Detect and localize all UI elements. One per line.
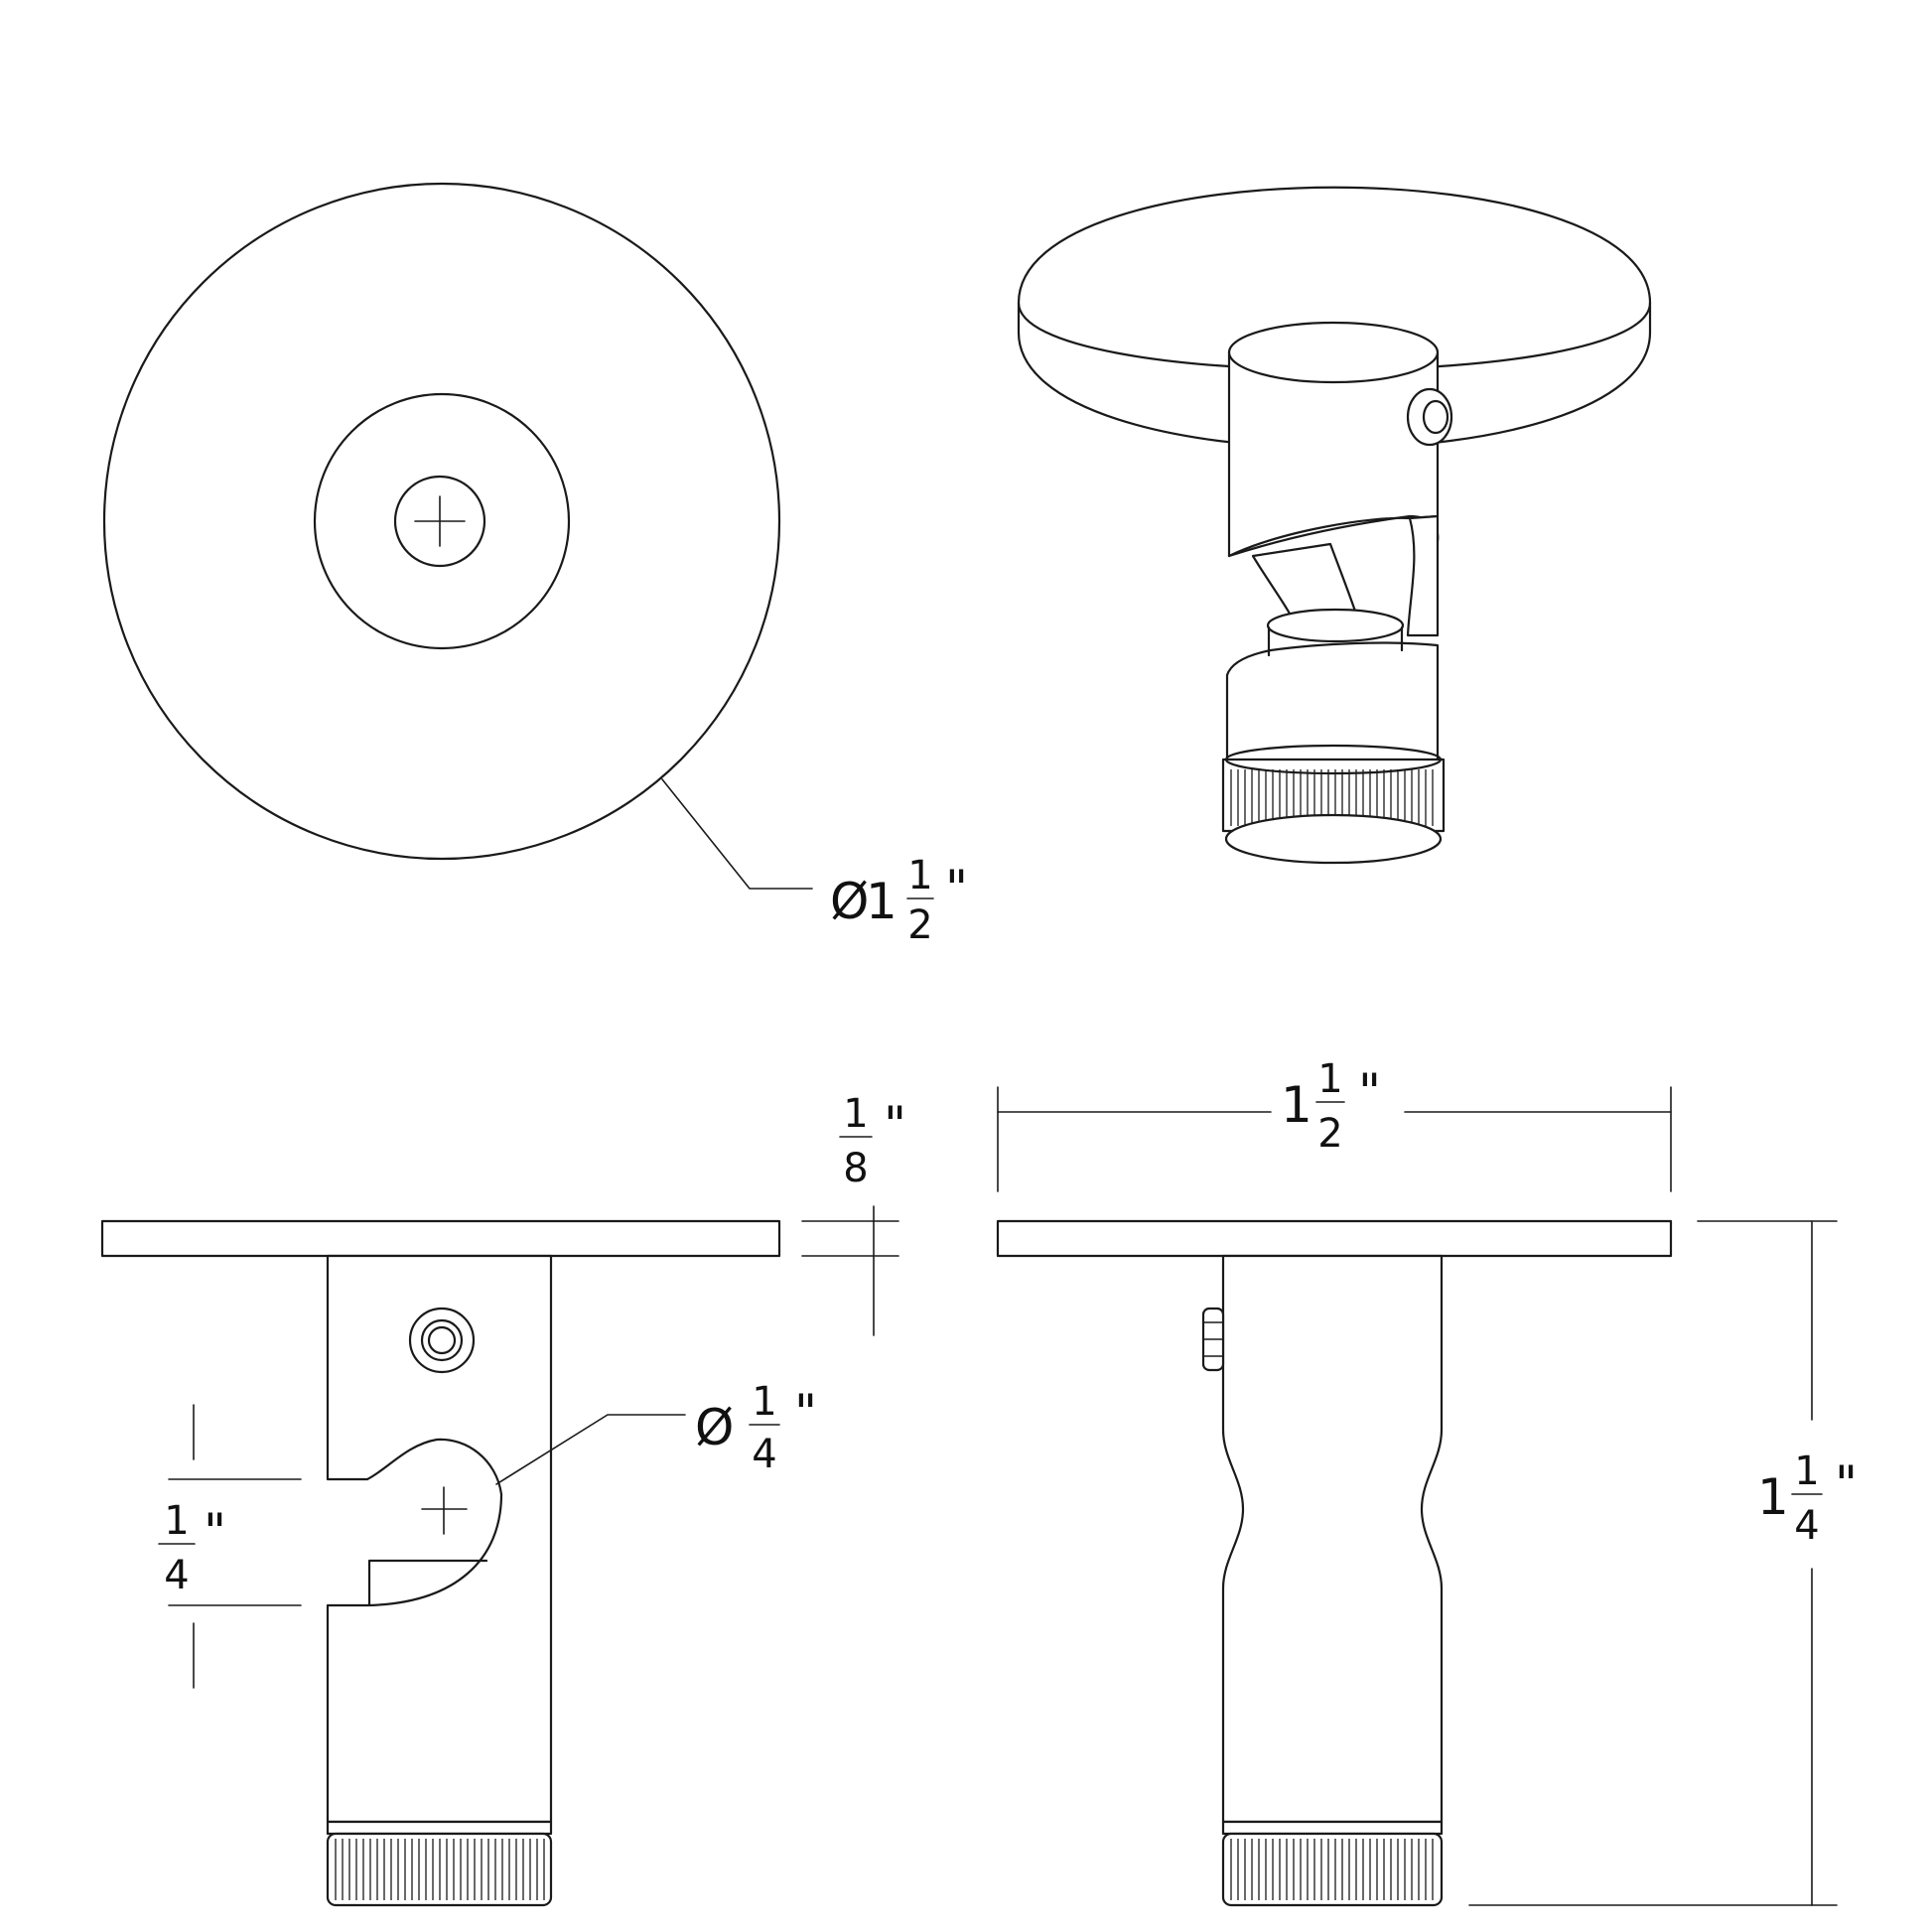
hole-diameter-label: Ø 1 4 " <box>695 1379 817 1477</box>
iso-view <box>1017 186 1652 865</box>
front-thread <box>326 1820 553 1836</box>
front-hole-leader <box>495 1414 686 1485</box>
iso-knob-top-edge <box>1224 744 1443 775</box>
front-slot-step <box>367 1559 488 1607</box>
overall-height-label: 1 1 4 " <box>1757 1449 1858 1549</box>
side-knob-knurling <box>1230 1839 1434 1900</box>
dim-numerator: 1 <box>1794 1449 1819 1494</box>
dim-whole: 1 <box>1757 1468 1789 1526</box>
front-view <box>100 1205 899 1907</box>
dim-unit: " <box>794 1384 817 1442</box>
top-view-outer-plate <box>102 182 781 861</box>
iso-knob-bottom <box>1224 813 1443 865</box>
dim-symbol: Ø <box>695 1399 734 1456</box>
top-view <box>102 182 813 890</box>
dim-numerator: 1 <box>843 1091 868 1137</box>
dim-denominator: 4 <box>164 1553 189 1598</box>
dim-unit: " <box>1835 1455 1858 1513</box>
side-thread <box>1221 1820 1444 1836</box>
side-body <box>1221 1254 1444 1824</box>
dim-unit: " <box>884 1096 906 1154</box>
front-plate <box>100 1219 781 1258</box>
dim-unit: " <box>204 1503 226 1561</box>
top-view-hole-circle <box>393 475 486 568</box>
side-view <box>996 1086 1838 1907</box>
top-view-body-circle <box>313 392 571 650</box>
dim-unit: " <box>945 860 968 917</box>
iso-knob-knurling <box>1230 769 1434 826</box>
dim-whole: 1 <box>1281 1076 1312 1134</box>
iso-collar-sides <box>1267 625 1404 657</box>
top-view-diameter-leader <box>661 778 813 890</box>
dim-denominator: 4 <box>1794 1503 1819 1549</box>
plate-width-label: 1 1 2 " <box>1281 1056 1381 1157</box>
plate-thickness-label: 1 8 " <box>839 1091 906 1191</box>
iso-plate <box>1017 186 1652 450</box>
dim-unit: " <box>1358 1063 1381 1121</box>
dim-numerator: 1 <box>1317 1056 1342 1102</box>
dim-denominator: 4 <box>752 1432 776 1477</box>
dim-numerator: 1 <box>164 1498 189 1544</box>
dim-symbol: Ø <box>830 873 869 930</box>
iso-collar <box>1266 608 1405 643</box>
dim-whole: 1 <box>866 873 897 930</box>
dim-denominator: 2 <box>1317 1111 1342 1157</box>
iso-set-screw-hex <box>1422 399 1449 435</box>
iso-set-screw <box>1406 387 1453 447</box>
dim-numerator: 1 <box>907 853 932 898</box>
front-set-screw-inner <box>420 1318 464 1362</box>
iso-upper-body-top <box>1227 321 1440 384</box>
slot-width-label: 1 4 " <box>158 1498 226 1598</box>
front-set-screw <box>408 1307 476 1374</box>
iso-slot-side <box>1406 514 1440 637</box>
front-body <box>326 1254 553 1824</box>
dim-denominator: 2 <box>907 902 932 948</box>
front-set-screw-hex <box>427 1325 457 1355</box>
top-view-diameter-label: Ø 1 1 2 " <box>830 853 968 948</box>
dim-numerator: 1 <box>752 1379 776 1425</box>
front-knob-knurling <box>335 1839 545 1900</box>
iso-lower-sleeve <box>1225 641 1440 766</box>
side-knob <box>1221 1832 1444 1907</box>
dim-denominator: 8 <box>843 1146 868 1191</box>
side-plate <box>996 1219 1673 1258</box>
